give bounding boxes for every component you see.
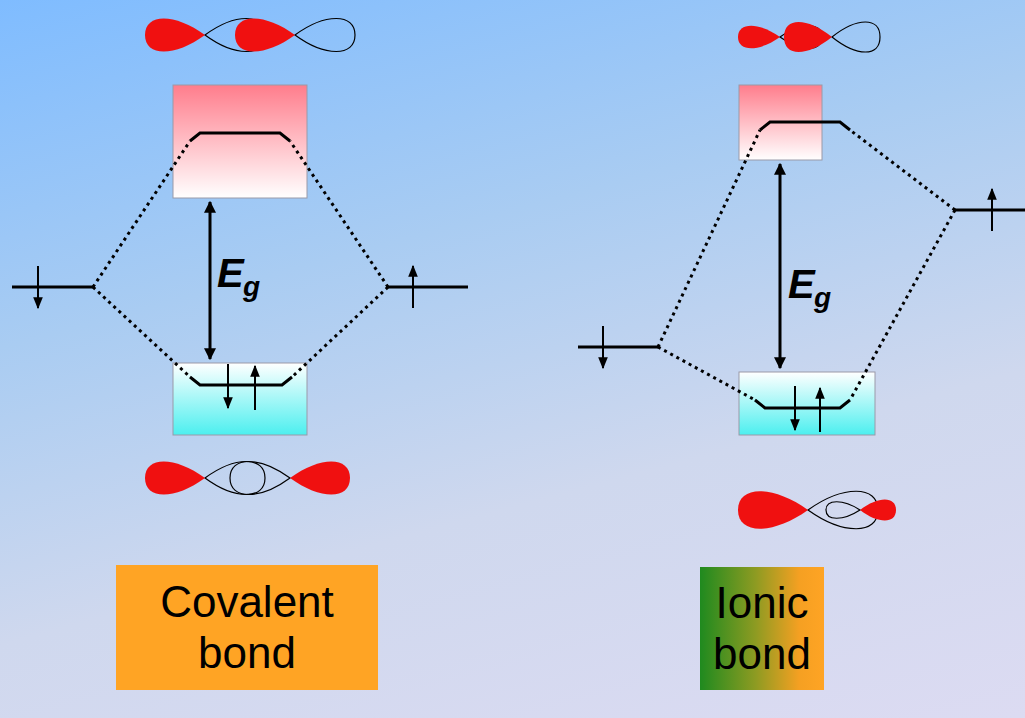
bond-type-box: Covalent bond — [116, 565, 378, 690]
bonding-level — [190, 377, 292, 385]
bonding-band — [173, 363, 307, 435]
antibonding-orbital — [738, 22, 880, 52]
bonding-level — [755, 400, 850, 408]
antibonding-orbital — [145, 19, 355, 52]
bond-type-label: Covalent bond — [121, 577, 373, 678]
atomic-level — [578, 346, 658, 349]
bond-type-box: Ionic bond — [700, 567, 824, 690]
atomic-level — [388, 286, 468, 289]
gap-symbol: E — [788, 262, 815, 307]
atomic-level — [12, 286, 93, 289]
ionic-mo-diagram — [578, 22, 1025, 529]
antibonding-band — [173, 85, 307, 198]
antibonding-level — [760, 122, 850, 130]
correlation-lines — [658, 130, 955, 400]
spin-arrows — [603, 189, 992, 432]
gap-subscript: g — [814, 282, 831, 314]
gap-arrow — [779, 164, 782, 368]
bond-type-label: Ionic bond — [705, 578, 819, 679]
bonding-orbital — [738, 491, 896, 529]
covalent-mo-diagram — [12, 19, 468, 495]
gap-arrow — [209, 202, 212, 359]
bonding-orbital — [145, 462, 350, 495]
correlation-lines — [93, 141, 388, 377]
atomic-level — [955, 209, 1025, 212]
gap-subscript: g — [243, 271, 260, 303]
antibonding-level — [190, 133, 290, 141]
gap-symbol: E — [217, 251, 244, 296]
bonding-band — [739, 372, 875, 435]
